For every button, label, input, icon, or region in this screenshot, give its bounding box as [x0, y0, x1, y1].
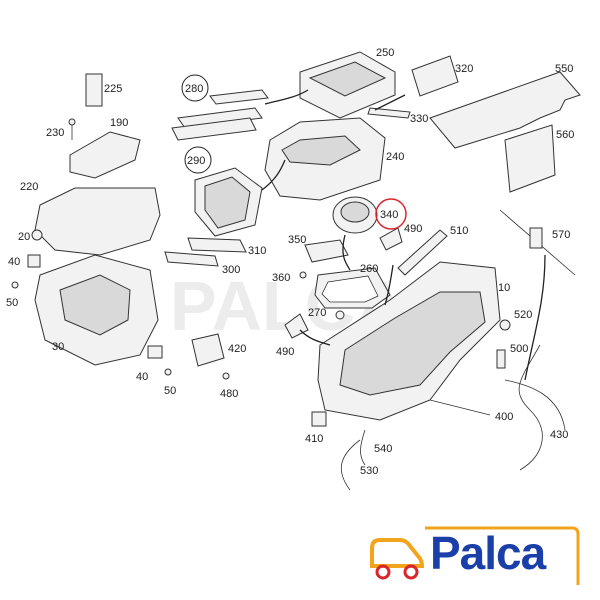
label-350: 350 [288, 234, 306, 246]
label-340: 340 [380, 209, 398, 221]
label-280: 280 [185, 83, 203, 95]
label-320: 320 [455, 63, 473, 75]
label-40-left: 40 [8, 256, 20, 268]
part-400 [429, 399, 491, 416]
part-labels: 250 320 550 225 280 330 560 230 190 240 … [6, 47, 574, 477]
part-360 [299, 271, 307, 279]
part-350 [304, 239, 349, 263]
label-290: 290 [187, 155, 205, 167]
label-310: 310 [248, 245, 266, 257]
label-490-upper: 490 [404, 223, 422, 235]
label-430: 430 [550, 429, 568, 441]
part-500 [496, 349, 506, 369]
label-225: 225 [104, 83, 122, 95]
part-330 [367, 107, 411, 119]
label-20: 20 [18, 231, 30, 243]
part-40-center [147, 345, 163, 359]
part-225 [85, 73, 103, 107]
label-420: 420 [228, 343, 246, 355]
label-260: 260 [360, 263, 378, 275]
part-480 [222, 372, 230, 380]
part-510 [397, 229, 448, 276]
label-570: 570 [552, 229, 570, 241]
part-300 [164, 251, 219, 267]
label-500: 500 [510, 343, 528, 355]
part-430 [504, 344, 566, 471]
label-50-left: 50 [6, 297, 18, 309]
label-300: 300 [222, 264, 240, 276]
part-250 [299, 51, 396, 119]
label-530: 530 [360, 465, 378, 477]
label-40-center: 40 [136, 371, 148, 383]
label-190: 190 [110, 117, 128, 129]
part-290 [184, 146, 263, 237]
part-570 [499, 209, 576, 276]
part-50-center [164, 368, 172, 376]
part-420 [191, 333, 225, 367]
label-240: 240 [386, 151, 404, 163]
label-10: 10 [498, 282, 510, 294]
part-310 [187, 237, 247, 253]
label-250: 250 [376, 47, 394, 59]
part-230 [68, 118, 76, 140]
part-270 [335, 310, 345, 320]
part-490-upper [379, 227, 403, 251]
label-50-center: 50 [164, 385, 176, 397]
label-510: 510 [450, 225, 468, 237]
label-400: 400 [495, 411, 513, 423]
label-270: 270 [308, 307, 326, 319]
logo-wordmark: Palca [430, 527, 546, 579]
part-410 [311, 411, 327, 427]
logo-truck-icon [370, 538, 425, 580]
label-360: 360 [272, 272, 290, 284]
highlight-circle-340 [375, 198, 407, 230]
part-280 [171, 74, 269, 141]
part-220 [34, 187, 161, 256]
label-520: 520 [514, 309, 532, 321]
label-330: 330 [410, 113, 428, 125]
label-230: 230 [46, 127, 64, 139]
part-190 [69, 131, 141, 179]
part-30 [34, 254, 159, 366]
part-540 [360, 429, 366, 466]
part-520 [499, 319, 511, 331]
part-260 [314, 267, 391, 309]
part-550 [429, 71, 581, 149]
part-40-left [27, 254, 41, 268]
part-560 [504, 124, 556, 193]
part-340 [332, 196, 378, 234]
part-530 [341, 439, 361, 491]
label-480: 480 [220, 388, 238, 400]
label-540: 540 [374, 443, 392, 455]
assembly-arrows [261, 89, 546, 381]
label-560: 560 [556, 129, 574, 141]
label-410: 410 [305, 433, 323, 445]
part-20 [31, 229, 43, 241]
logo-frame [425, 526, 580, 585]
part-240 [264, 117, 386, 201]
label-30: 30 [52, 341, 64, 353]
part-10 [317, 261, 501, 421]
label-490-lower: 490 [276, 346, 294, 358]
label-220: 220 [20, 181, 38, 193]
part-320 [411, 55, 459, 97]
part-50-left [11, 281, 19, 289]
label-550: 550 [555, 63, 573, 75]
